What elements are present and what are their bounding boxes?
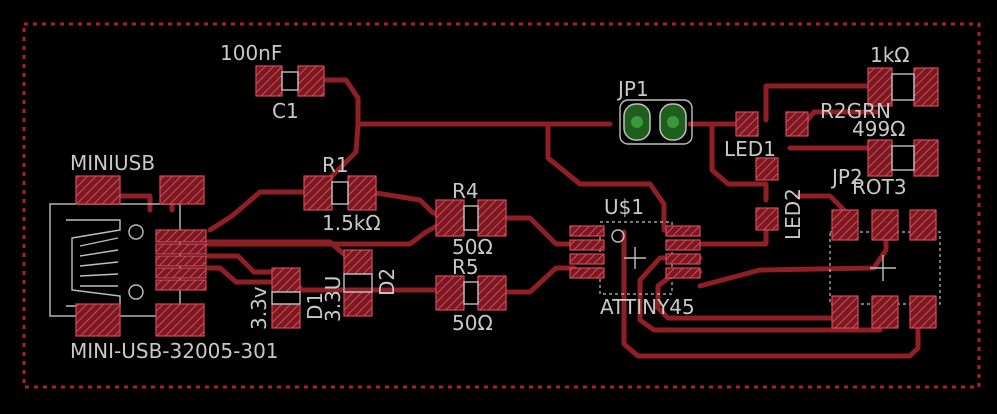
- u1-part-label: ATTINY45: [600, 295, 695, 319]
- r1-name-label: R1: [322, 153, 349, 177]
- usb-part-label: MINI-USB-32005-301: [70, 339, 279, 363]
- c1-value-label: 100nF: [220, 41, 282, 65]
- usb-name-label: MINIUSB: [70, 151, 155, 175]
- d1-name-label: D1: [303, 292, 327, 320]
- r4-name-label: R4: [452, 179, 479, 203]
- r2-name-label: R2GRN: [820, 99, 891, 123]
- d2-name-label: D2: [375, 268, 399, 296]
- jp1-name-label: JP1: [616, 77, 649, 101]
- r5-value-label: 50Ω: [452, 311, 493, 335]
- component-labels: 100nF C1 JP1 R1 1.5kΩ R4 50Ω R5 50Ω MINI…: [70, 41, 910, 363]
- r3-name-label: ROT3: [852, 175, 907, 199]
- u1-name-label: U$1: [604, 195, 644, 219]
- r4-value-label: 50Ω: [452, 235, 493, 259]
- jp2-name-label: JP2: [830, 165, 863, 189]
- led2-name-label: LED2: [781, 188, 805, 240]
- board-outline: [22, 22, 981, 389]
- r1-value-label: 1.5kΩ: [322, 211, 381, 235]
- pads: [75, 65, 939, 337]
- c1-name-label: C1: [272, 99, 299, 123]
- d2-value-label: 3.3U: [321, 276, 345, 322]
- d1-value-label: 3.3v: [247, 286, 271, 330]
- led1-name-label: LED1: [724, 137, 776, 161]
- r2-value-label: 1kΩ: [870, 43, 910, 67]
- r3-value-label: 499Ω: [852, 117, 905, 141]
- r5-name-label: R5: [452, 255, 479, 279]
